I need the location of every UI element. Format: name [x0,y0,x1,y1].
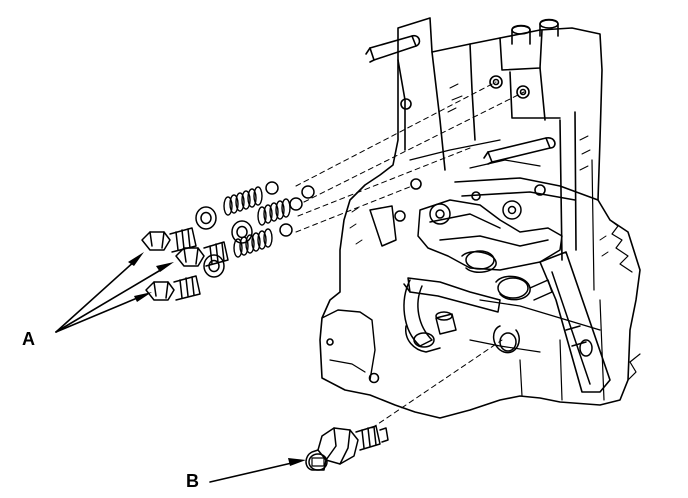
steel-ball-icon [265,181,279,195]
shift-linkage [369,199,611,393]
part-group-a [141,181,315,301]
sealing-washer-icon [231,220,253,244]
callout-arrows [55,259,297,483]
callout-label-b: B [186,471,199,491]
steel-ball-icon [301,185,315,199]
arrowhead-icon [128,252,144,266]
spring-icon [257,198,291,226]
arrowheads [128,252,306,466]
sealing-washer-icon [195,206,217,230]
callout-label-a: A [22,329,35,349]
switch-part-b [305,425,389,471]
steel-ball-icon [279,223,293,237]
arrowhead-icon [156,262,174,272]
steel-ball-icon [289,197,303,211]
spring-icon [223,186,263,216]
arrowhead-icon [134,292,152,302]
sealing-washer-icon [203,254,225,278]
bolt-icon [145,275,201,301]
arrowhead-icon [288,458,306,466]
bolt-icon [175,241,229,267]
spring-icon [233,228,273,258]
explosion-leader-lines [295,81,525,429]
